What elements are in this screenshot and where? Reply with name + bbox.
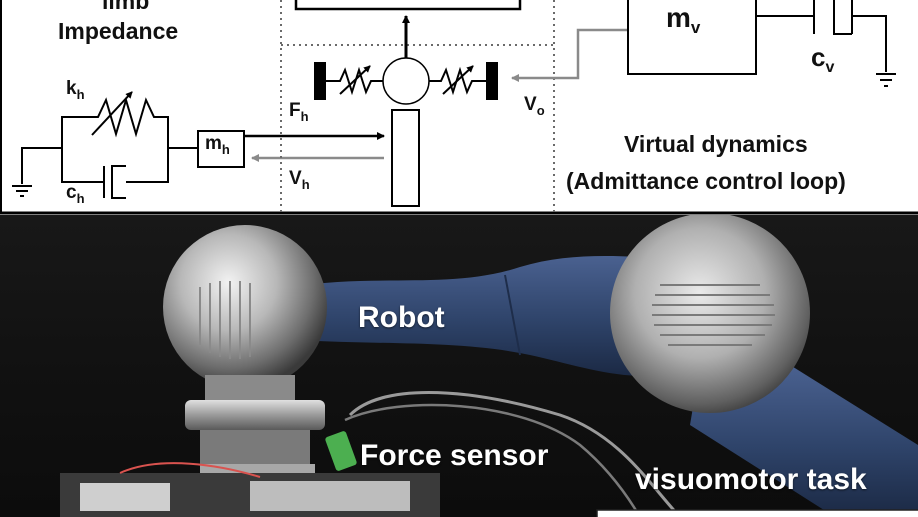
robot-label: Robot <box>358 301 445 334</box>
force-sensor-connector <box>325 431 357 471</box>
right-wall-block <box>486 62 498 100</box>
human-title-line2: Impedance <box>58 18 179 44</box>
visuomotor-task-label: visuomotor task <box>635 463 867 496</box>
interaction-chain <box>314 57 498 105</box>
base-wire-red <box>119 462 261 478</box>
label-k-h: kh <box>66 78 85 102</box>
human-title-line1: limb <box>102 0 150 14</box>
elbow-joint-grille <box>652 284 775 346</box>
diagram-lines <box>0 0 918 215</box>
shoulder-joint-grille <box>199 281 251 359</box>
base-plate-left <box>80 483 170 511</box>
label-V-o: Vo <box>524 94 545 118</box>
control-diagram: limb Impedance kh ch mh Fh Vh Vo mv cv V… <box>0 0 918 215</box>
label-c-v: cv <box>811 42 835 76</box>
damper-c-h <box>61 148 169 199</box>
interaction-node <box>382 57 430 105</box>
force-sensor-label: Force sensor <box>360 439 549 472</box>
virtual-dynamics-subtitle: (Admittance control loop) <box>566 168 846 194</box>
task-screen-edge <box>596 509 918 517</box>
mass-m-h-box <box>197 130 245 168</box>
robot-illustration <box>60 215 918 517</box>
label-F-h: Fh <box>289 100 309 124</box>
arrow-velocity-o <box>511 28 628 82</box>
left-wall-block <box>314 62 326 100</box>
upper-arm-link <box>290 256 660 376</box>
spring-right <box>429 65 486 96</box>
elbow-joint-sphere <box>610 215 810 413</box>
base-collar <box>185 400 325 430</box>
ground-symbol-right <box>876 73 896 87</box>
label-V-h: Vh <box>289 168 310 192</box>
ground-symbol-left <box>12 147 62 197</box>
sensor-cable-a <box>348 391 682 517</box>
base-plate-right <box>250 481 410 511</box>
shoulder-joint-sphere <box>163 225 327 389</box>
damper-c-v <box>756 0 887 72</box>
sensor-cable-b <box>344 403 642 517</box>
robot-photo: Robot Force sensor visuomotor task <box>0 215 918 517</box>
spring-k-h <box>61 91 169 148</box>
mass-m-v-box <box>627 0 757 75</box>
handle-plate <box>391 109 420 207</box>
force-sensor-body <box>200 430 310 464</box>
upper-block <box>294 0 522 11</box>
label-m-h: mh <box>205 133 230 157</box>
label-m-v: mv <box>666 2 701 37</box>
virtual-dynamics-title: Virtual dynamics <box>624 131 808 157</box>
label-c-h: ch <box>66 182 85 206</box>
arm-seam <box>504 274 521 356</box>
spring-left <box>326 65 383 96</box>
